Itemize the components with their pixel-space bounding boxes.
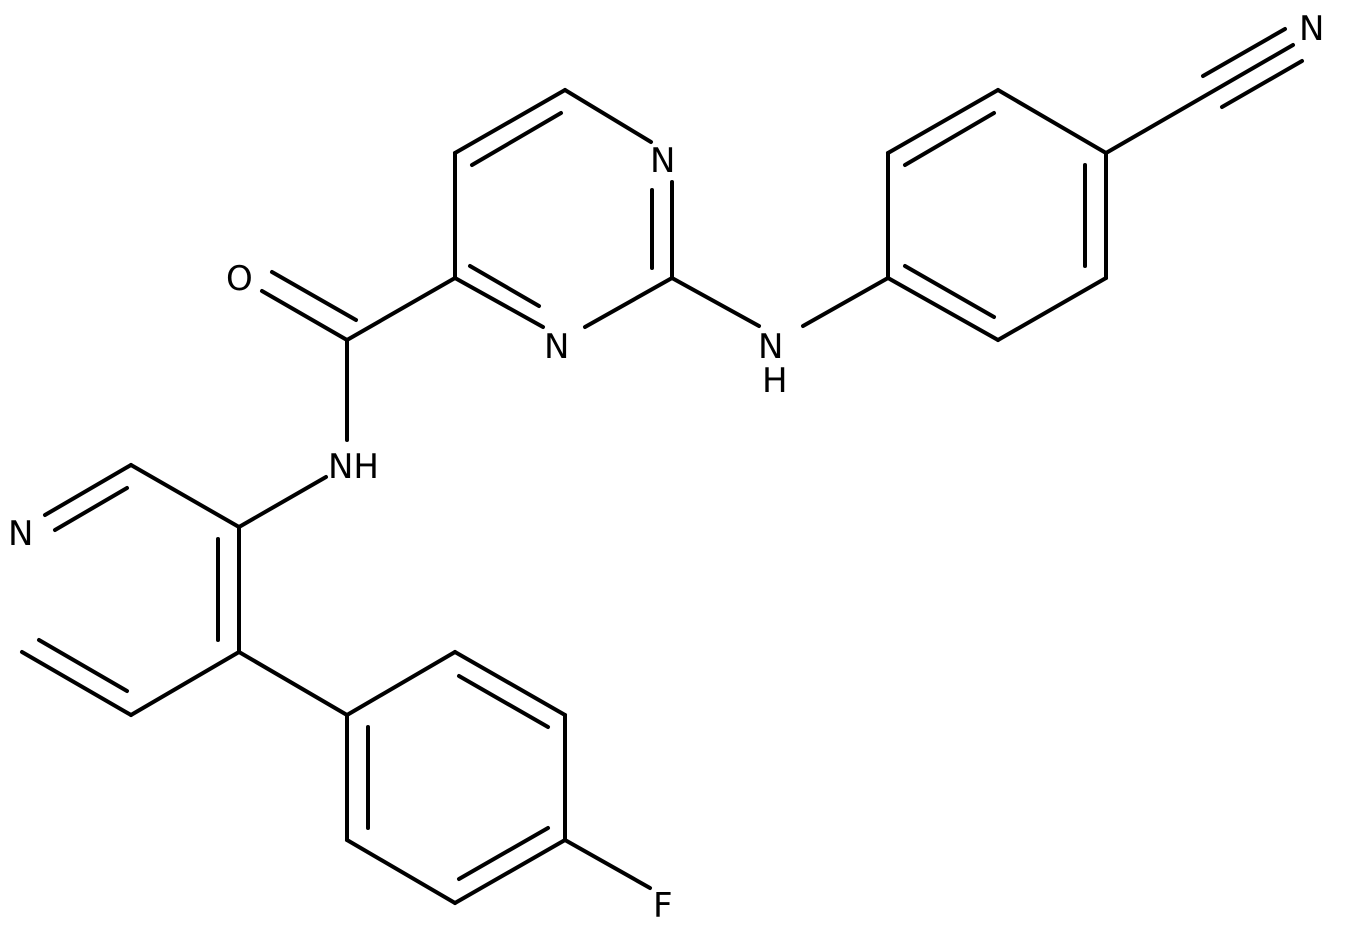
carboxamide-bonds: [237, 270, 457, 529]
pyridine-ring: [20, 463, 241, 717]
pyrimidine-ring: [453, 88, 674, 329]
pyridine-nitrogen-label: N: [8, 514, 33, 554]
nitrile-triple-bond: [1104, 27, 1304, 155]
biaryl-bond: [237, 650, 349, 717]
pyrimidine-n3-label: N: [544, 327, 569, 367]
amine-nitrogen-label: N: [758, 327, 783, 367]
amine-hydrogen-label: H: [762, 361, 788, 401]
fluorine-label: F: [653, 886, 673, 926]
fluorophenyl-ring: [345, 650, 567, 905]
pyrimidine-n1-label: N: [650, 141, 675, 181]
nitrile-nitrogen-label: N: [1299, 9, 1324, 49]
carbon-fluorine-bond: [563, 838, 652, 890]
amine-linker-bonds: [670, 276, 890, 328]
cyanophenyl-ring: [886, 88, 1108, 342]
carbonyl-oxygen-label: O: [226, 259, 253, 299]
amide-nh-label: NH: [328, 447, 379, 487]
